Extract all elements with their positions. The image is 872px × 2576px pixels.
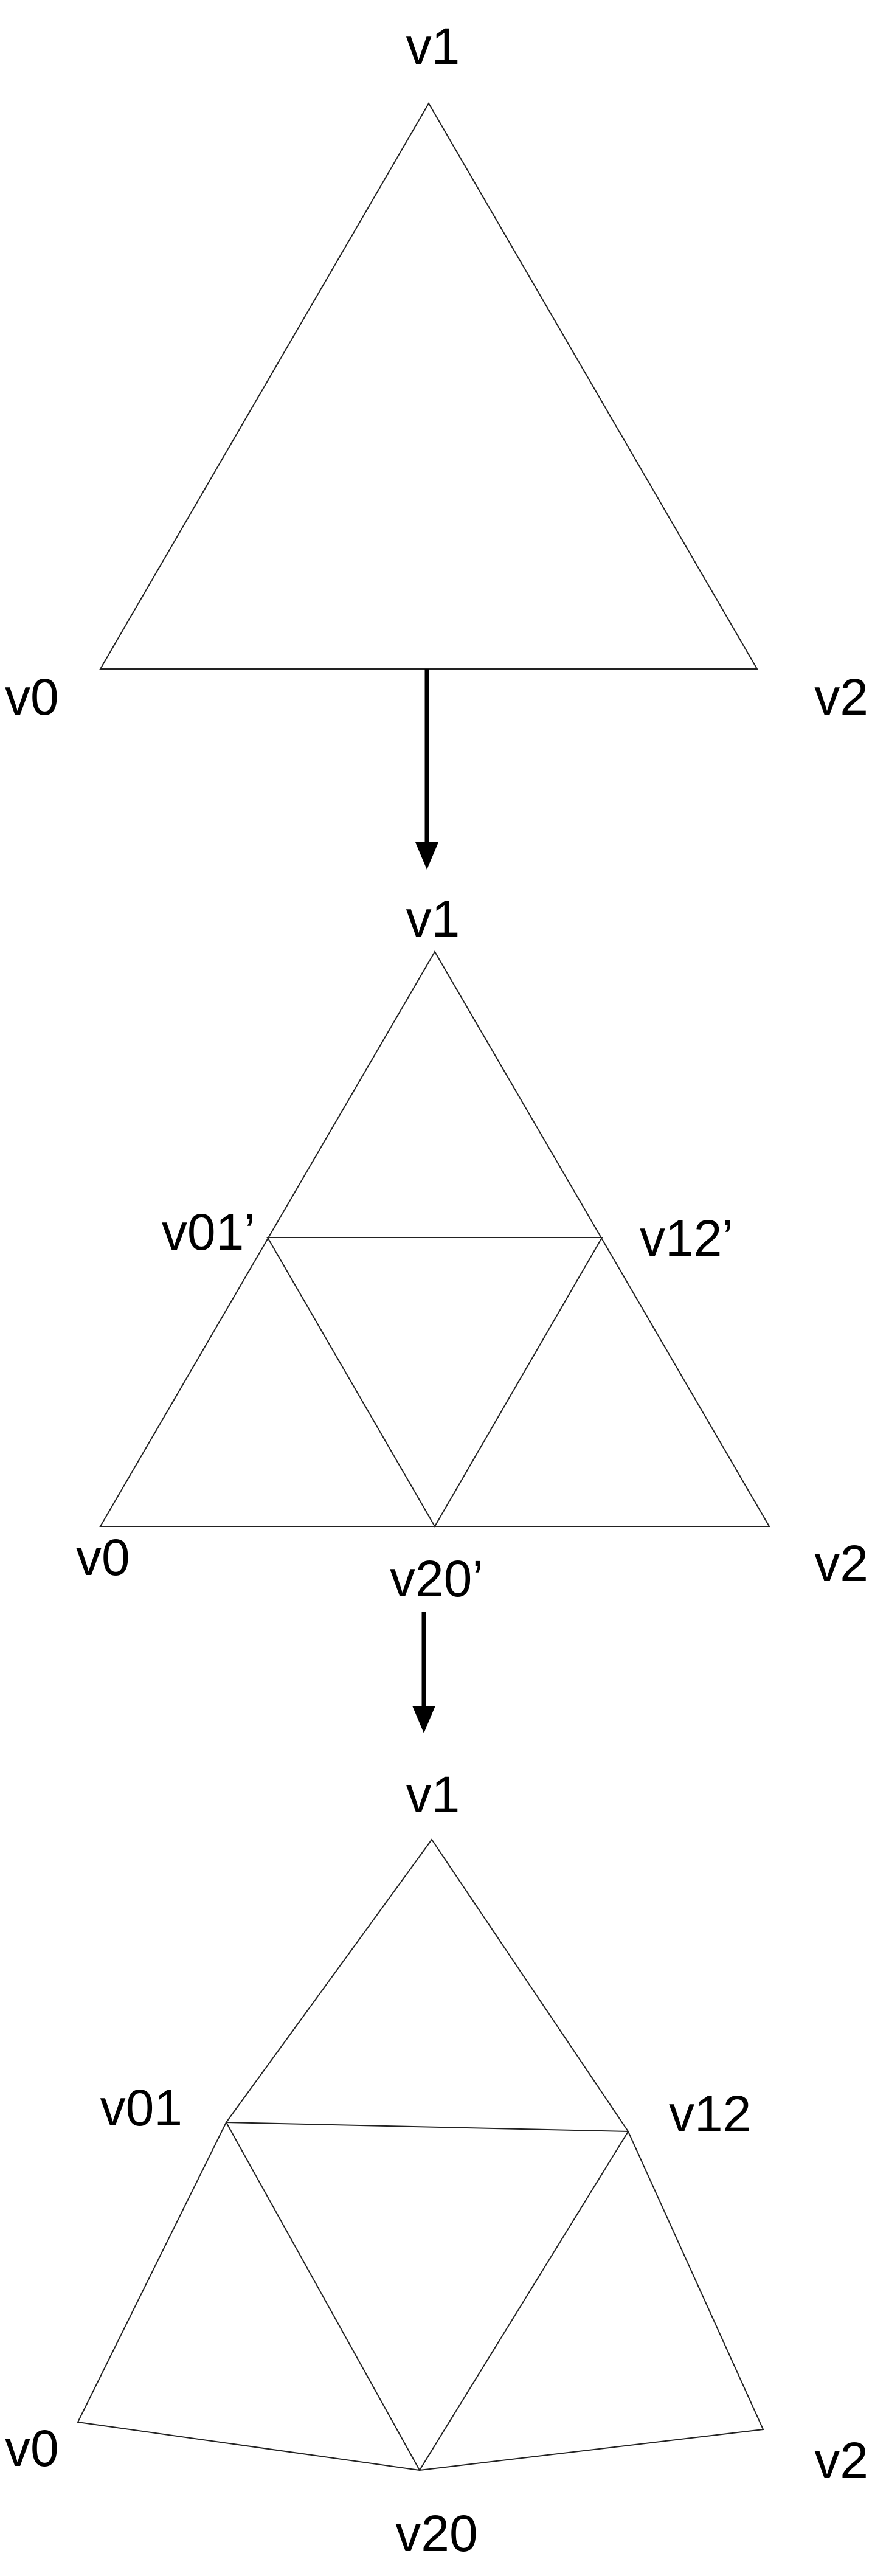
- stage3-label-v1: v1: [406, 1766, 460, 1823]
- stage3-label-v0: v0: [5, 2420, 59, 2477]
- stage2-label-v0: v0: [76, 1529, 130, 1586]
- stage1-label-v1: v1: [406, 18, 460, 75]
- stage3-label-v2: v2: [814, 2432, 868, 2489]
- stage3-outer-polygon: [77, 1838, 764, 2471]
- stage1-outer-triangle: [99, 102, 758, 670]
- stage3-label-v12: v12: [669, 2085, 751, 2142]
- stage3-label-v20: v20: [395, 2505, 477, 2562]
- stage3-triangle: v1 v01 v12 v0 v20 v2: [5, 1766, 868, 2562]
- stage1-label-v2: v2: [814, 668, 868, 725]
- arrow-2-head: [412, 1706, 435, 1733]
- stage2-triangle: v1 v01’ v12’ v0 v20’ v2: [76, 890, 868, 1607]
- stage2-label-v01: v01’: [162, 1203, 255, 1261]
- stage1-triangle: v1 v0 v2: [5, 18, 868, 725]
- stage2-label-v12: v12’: [640, 1210, 733, 1267]
- stage2-label-v20: v20’: [390, 1550, 483, 1607]
- stage2-label-v2: v2: [814, 1535, 868, 1592]
- stage2-inner-triangle: [266, 1237, 603, 1528]
- arrow-down-1: [415, 669, 438, 870]
- arrow-1-head: [415, 842, 438, 870]
- stage3-inner-triangle: [225, 2121, 629, 2471]
- stage3-label-v01: v01: [100, 2079, 182, 2136]
- stage1-label-v0: v0: [5, 668, 59, 725]
- stage2-label-v1: v1: [406, 890, 460, 947]
- arrow-down-2: [412, 1612, 435, 1733]
